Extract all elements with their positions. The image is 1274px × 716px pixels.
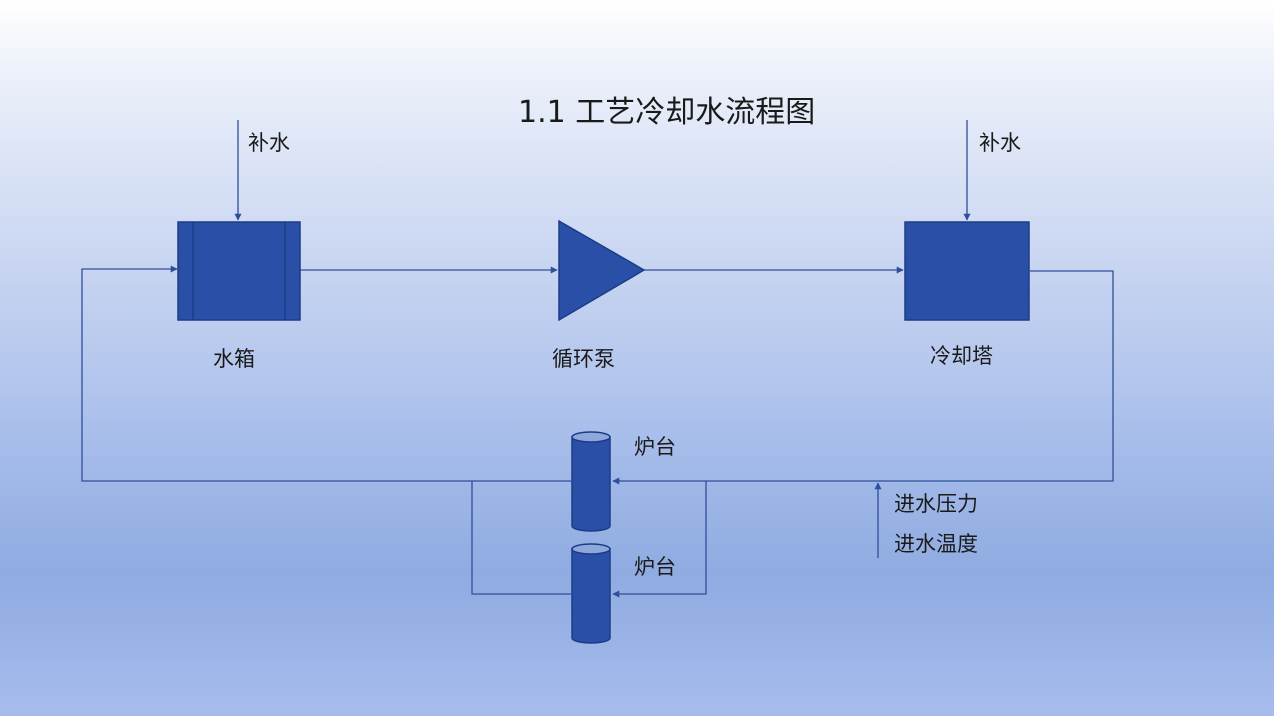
pipe-tower-return (706, 270, 1114, 482)
furnace-2-label: 炉台 (634, 555, 676, 579)
pipe-lines (81, 120, 1114, 598)
furnace-1-top (571, 431, 611, 443)
furnace-2-top (571, 543, 611, 555)
furnace-1-symbol (571, 431, 611, 532)
circulation-pump-symbol (558, 219, 646, 322)
pipe-branch-furnace-2 (612, 481, 707, 598)
furnace-1-label: 炉台 (634, 435, 676, 459)
pipe-furnace-return-left (81, 265, 571, 482)
cooling-tower-label: 冷却塔 (930, 344, 993, 368)
furnace-2-symbol (571, 543, 611, 644)
page-title: 1.1 工艺冷却水流程图 (518, 95, 816, 130)
water-tank-symbol (177, 221, 301, 321)
water-tank-body (177, 221, 301, 321)
furnace-1-body (571, 436, 611, 532)
circulation-pump-label: 循环泵 (552, 347, 615, 371)
water-tank-label: 水箱 (213, 347, 255, 371)
cooling-tower-symbol (904, 221, 1030, 321)
inlet-temperature-label: 进水温度 (894, 532, 978, 556)
furnace-2-body (571, 548, 611, 644)
makeup-water-tank-label: 补水 (248, 131, 290, 155)
pipe-furnace-2-return (471, 481, 571, 595)
inlet-pressure-label: 进水压力 (894, 492, 978, 516)
makeup-water-tower-label: 补水 (979, 131, 1021, 155)
